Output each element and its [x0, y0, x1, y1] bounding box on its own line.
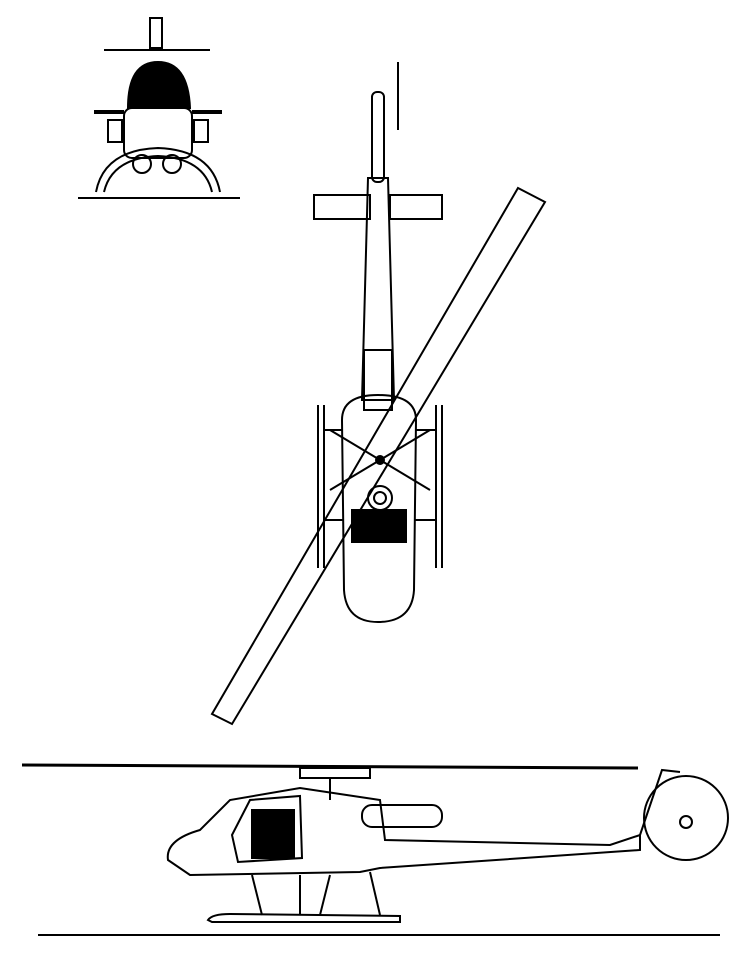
front-view [78, 17, 240, 199]
top-view [210, 62, 547, 726]
side-view [21, 763, 729, 936]
